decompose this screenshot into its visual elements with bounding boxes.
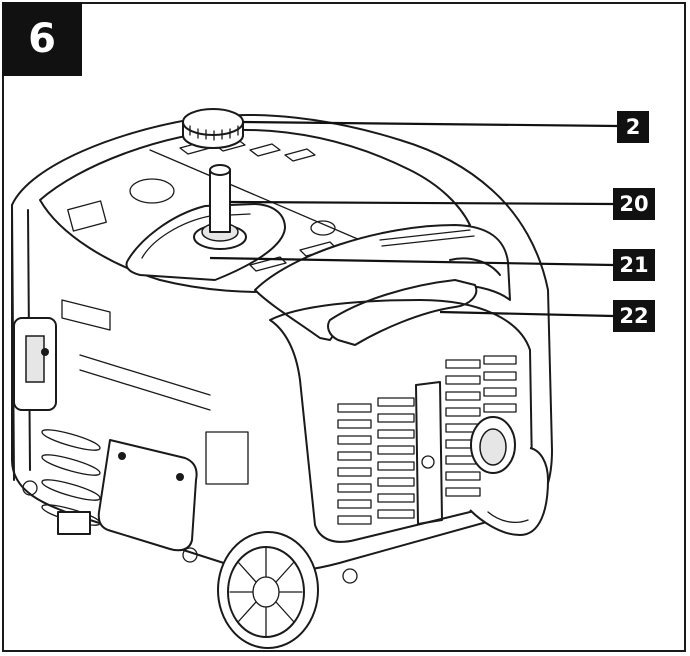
side-bolt-lower	[182, 547, 198, 563]
side-control-switch	[25, 335, 45, 383]
access-plate-screw-top-left	[118, 452, 126, 460]
top-panel-circle	[129, 178, 175, 204]
leader-line-20	[229, 200, 614, 206]
handle-side-arm	[449, 257, 501, 276]
figure-number-label: 6	[2, 2, 82, 76]
front-wheel	[217, 531, 319, 649]
access-plate-screw-top-right	[176, 473, 184, 481]
front-vents-left	[337, 397, 415, 525]
carry-handle	[254, 224, 511, 341]
front-bolt-lower	[342, 568, 358, 584]
top-panel-small-circle	[310, 220, 336, 236]
callout-label-20: 20	[613, 188, 655, 220]
leader-line-2	[242, 120, 618, 128]
front-center-strip	[415, 381, 443, 525]
leader-line-22	[439, 310, 614, 318]
callout-label-22: 22	[613, 300, 655, 332]
side-bolt-small	[22, 480, 38, 496]
front-vents-right	[445, 355, 517, 497]
exhaust-outlet-inner	[479, 428, 507, 466]
handle-top-ribs	[379, 229, 475, 247]
fuel-cap-grip	[189, 125, 239, 141]
front-center-bolt	[421, 455, 435, 469]
base-foot	[57, 511, 91, 535]
leader-line-21	[209, 256, 614, 267]
side-panel-recess	[205, 431, 249, 485]
callout-label-2: 2	[617, 111, 649, 143]
top-panel-seam	[149, 149, 361, 241]
generator-body-outline	[11, 113, 553, 573]
side-control-knob	[41, 348, 49, 356]
handle-grip-slot	[327, 279, 478, 346]
fuel-cap-top	[182, 108, 244, 136]
oil-filler-stem-top	[209, 164, 231, 176]
maintenance-cover-inner	[141, 213, 251, 259]
side-access-plate	[97, 439, 198, 552]
oil-filler-stem	[209, 169, 231, 233]
top-panel-square	[67, 200, 107, 232]
rear-wheel	[469, 447, 549, 536]
callout-label-21: 21	[613, 249, 655, 281]
side-panel-lines	[61, 299, 211, 411]
